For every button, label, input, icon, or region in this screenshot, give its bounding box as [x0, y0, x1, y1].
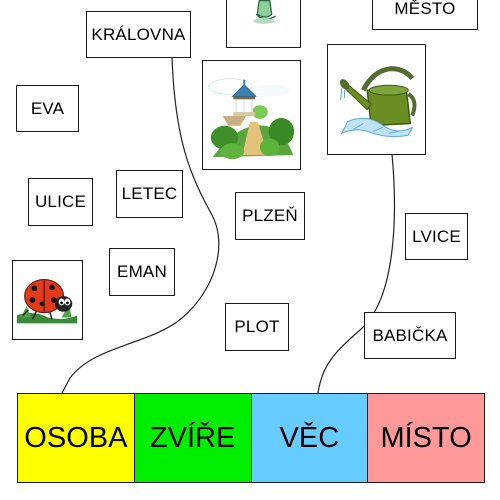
picture-card-top[interactable]	[226, 0, 301, 48]
park-gazebo-icon	[208, 78, 295, 160]
word-card-eva[interactable]: EVA	[16, 85, 79, 132]
word-card-lvice[interactable]: LVICE	[405, 213, 468, 260]
word-card-babicka[interactable]: BABIČKA	[364, 312, 456, 359]
word-card-kralovna[interactable]: KRÁLOVNA	[86, 11, 191, 58]
category-zvire[interactable]: ZVÍŘE	[134, 394, 252, 482]
word-card-ulice[interactable]: ULICE	[28, 178, 93, 226]
word-card-letec[interactable]: LETEC	[116, 170, 183, 218]
word-card-plzen[interactable]: PLZEŇ	[235, 192, 305, 240]
word-card-eman[interactable]: EMAN	[109, 248, 175, 296]
category-vec[interactable]: VĚC	[251, 394, 369, 482]
category-bar: OSOBA ZVÍŘE VĚC MÍSTO	[17, 393, 485, 483]
word-card-mesto[interactable]: MĚSTO	[372, 0, 478, 30]
picture-card-park[interactable]	[202, 60, 301, 170]
picture-card-ladybug[interactable]	[12, 260, 83, 340]
partial-figure-icon	[253, 0, 276, 24]
category-osoba[interactable]: OSOBA	[18, 394, 135, 482]
word-card-plot[interactable]: PLOT	[225, 303, 289, 351]
ladybug-icon	[16, 279, 78, 324]
watering-can-icon	[339, 66, 417, 138]
picture-card-watering-can[interactable]	[327, 44, 426, 155]
category-misto[interactable]: MÍSTO	[368, 394, 484, 482]
